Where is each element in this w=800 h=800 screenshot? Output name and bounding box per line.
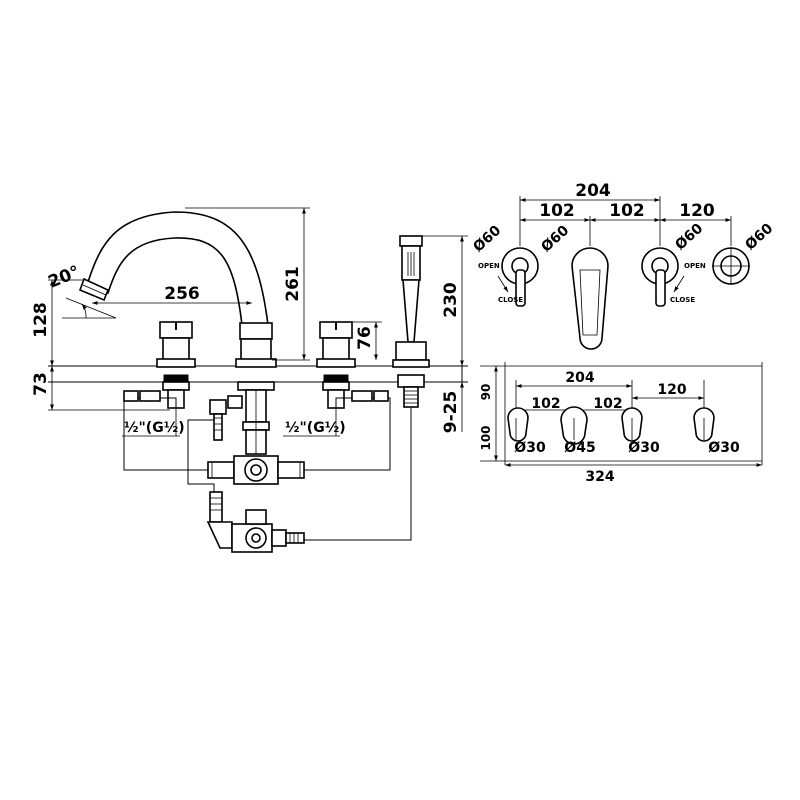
dim-230: 230 — [422, 235, 468, 366]
front-shower-holder: Ø60 — [712, 220, 777, 285]
top-dim-120: 120 — [657, 382, 686, 398]
hand-shower — [392, 235, 430, 408]
top-dia-30-a: Ø30 — [514, 440, 546, 456]
front-dia-60-d: Ø60 — [742, 220, 776, 253]
angle-20-label: 20° — [45, 262, 82, 293]
dim-261-label: 261 — [283, 266, 303, 302]
top-dim-90: 90 — [479, 384, 493, 401]
front-close-label-a: CLOSE — [498, 296, 523, 304]
thread-label-right-text: ½"(G½) — [285, 420, 346, 436]
thread-label-left-text: ½"(G½) — [124, 420, 185, 436]
front-dim-120: 120 — [679, 201, 715, 221]
top-dia-45: Ø45 — [564, 440, 595, 456]
thread-label-right: ½"(G½) — [283, 398, 346, 437]
left-valve — [156, 321, 196, 409]
front-dia-60-c: Ø60 — [672, 220, 706, 253]
top-spout — [560, 406, 588, 445]
top-dim-204: 204 — [565, 370, 594, 386]
top-dim-102-a: 102 — [531, 396, 560, 412]
front-dim-204: 204 — [575, 181, 611, 201]
spout — [78, 211, 269, 326]
front-spout: Ø60 — [538, 222, 609, 350]
top-dim-102-b: 102 — [593, 396, 622, 412]
top-dim-100: 100 — [479, 425, 493, 450]
front-dia-60-b: Ø60 — [538, 222, 572, 255]
top-dia-30-b: Ø30 — [628, 440, 660, 456]
dim-256: 256 — [92, 284, 252, 305]
dim-128-label: 128 — [31, 302, 51, 338]
spout-body — [235, 322, 277, 455]
dim-256-label: 256 — [164, 284, 200, 304]
front-dim-102-b: 102 — [609, 201, 645, 221]
front-view: 204 102 102 120 OPEN CLOSE Ø60 Ø60 OP — [470, 181, 777, 350]
side-elevation-view: 256 261 128 20° 73 — [31, 207, 468, 553]
dim-73-label: 73 — [31, 372, 51, 396]
front-dia-60-a: Ø60 — [470, 222, 504, 255]
right-valve — [316, 321, 356, 409]
dim-230-label: 230 — [441, 282, 461, 318]
dim-9-25-label: 9-25 — [441, 391, 461, 434]
dim-76: 76 — [352, 321, 382, 360]
connection-hoses — [123, 390, 412, 553]
front-dim-102-a: 102 — [539, 201, 575, 221]
front-right-valve: OPEN CLOSE Ø60 — [641, 220, 707, 307]
top-dia-30-c: Ø30 — [708, 440, 740, 456]
front-open-label-b: OPEN — [684, 262, 706, 270]
dim-73: 73 — [31, 366, 170, 411]
dim-76-label: 76 — [355, 326, 375, 350]
dim-261: 261 — [185, 207, 310, 361]
top-shower-holder — [693, 407, 715, 442]
top-left-valve — [507, 407, 529, 442]
dim-128: 128 — [31, 279, 84, 366]
front-close-label-b: CLOSE — [670, 296, 695, 304]
top-dim-324: 324 — [585, 469, 614, 485]
top-plan-view: 204 120 102 102 90 100 Ø30 Ø45 — [479, 362, 763, 485]
thread-label-left: ½"(G½) — [122, 398, 185, 437]
front-left-valve: OPEN CLOSE Ø60 — [470, 222, 539, 307]
top-right-valve — [621, 407, 643, 442]
front-open-label-a: OPEN — [478, 262, 500, 270]
dim-9-25: 9-25 — [441, 382, 464, 434]
